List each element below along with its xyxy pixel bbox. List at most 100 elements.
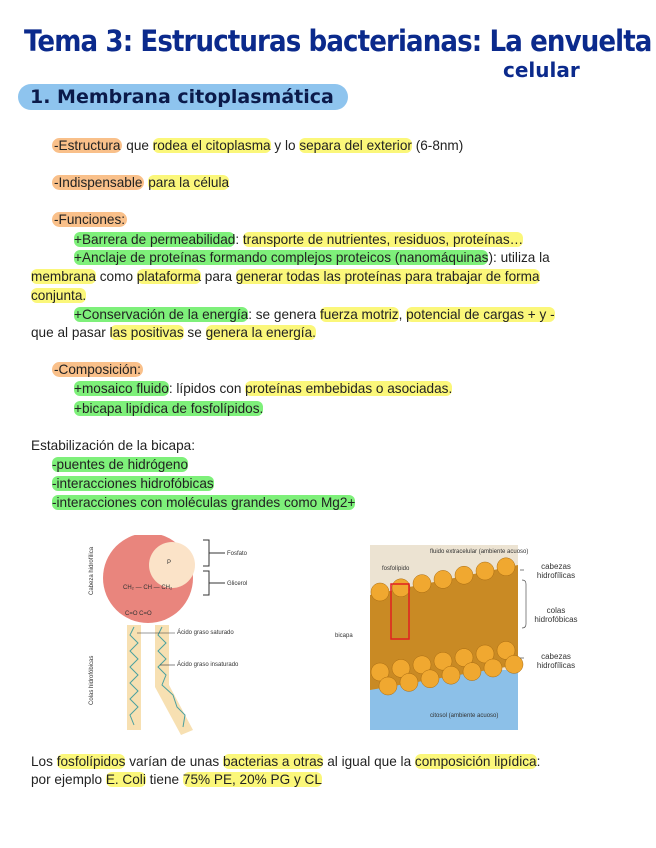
page-title-continuation: celular <box>503 58 580 82</box>
cabezas-bottom-label: cabezas hidrofílicas <box>536 652 576 670</box>
highlighted-text: fosfolípidos <box>56 754 126 769</box>
lipid-head <box>462 662 482 681</box>
text-line: -Composición: <box>52 361 143 379</box>
phosphate-area <box>149 542 195 588</box>
text-segment: : <box>235 232 243 247</box>
highlighted-text: bacterias a otras <box>222 754 324 769</box>
chain-line <box>129 626 139 726</box>
highlighted-text: 75% PE, 20% PG y CL <box>182 772 322 787</box>
lipid-heads <box>370 557 524 696</box>
text-segment: como <box>95 269 137 284</box>
lipid-head <box>370 662 390 682</box>
text-segment: Estabilización de la bicapa: <box>31 438 195 453</box>
highlighted-text: conjunta. <box>31 288 87 303</box>
text-segment: y lo <box>270 138 300 153</box>
tails-label: Colas hidrofóbicas <box>89 656 95 705</box>
extracellular-label: fluido extracelular (ambiente acuoso) <box>430 549 528 555</box>
text-segment: (6-8nm) <box>411 138 464 153</box>
highlighted-text: -Indispensable <box>52 175 145 190</box>
text-segment: al igual que la <box>323 754 415 769</box>
highlighted-text: -puentes de hidrógeno <box>52 457 189 472</box>
lipid-head <box>454 565 474 585</box>
text-line: por ejemplo E. Coli tiene 75% PE, 20% PG… <box>31 771 322 789</box>
highlighted-text: -Funciones: <box>52 212 128 227</box>
text-line: +Barrera de permeabilidad: transporte de… <box>74 231 524 249</box>
highlighted-text: fuerza motriz <box>320 307 399 322</box>
citosol-label: citosol (ambiente acuoso) <box>430 713 498 719</box>
highlighted-text: -interacciones con moléculas grandes com… <box>52 495 356 510</box>
unsaturated-tail <box>155 625 193 735</box>
text-segment: por ejemplo <box>31 772 106 787</box>
text-segment: ): utiliza la <box>488 250 550 265</box>
text-line: -puentes de hidrógeno <box>52 456 189 474</box>
phospholipid-structure-figure: Cabeza hidrofílica Colas hidrofóbicas CH… <box>89 535 248 735</box>
lipid-head <box>454 648 474 667</box>
highlighted-text: para la célula <box>148 175 230 190</box>
text-line: conjunta. <box>31 287 87 305</box>
lipid-head <box>412 655 432 675</box>
chain-line <box>157 626 186 728</box>
text-segment: que <box>122 138 153 153</box>
lipid-head <box>391 659 411 678</box>
lipid-head <box>475 644 495 664</box>
page-title: Tema 3: Estructuras bacterianas: La envu… <box>24 24 652 58</box>
text-segment: Los <box>31 754 57 769</box>
bicapa-label: bicapa <box>335 633 353 639</box>
highlighted-text: genera la energía. <box>205 325 316 340</box>
text-line: Estabilización de la bicapa: <box>31 437 195 455</box>
text-segment: : lípidos con <box>168 381 246 396</box>
lipid-head <box>475 561 495 581</box>
highlighted-text: membrana <box>31 269 96 284</box>
glicerol-label: Glicerol <box>227 581 247 587</box>
text-segment: : <box>536 754 541 769</box>
lipid-head <box>496 557 516 577</box>
text-line: -Estructura que rodea el citoplasma y lo… <box>52 137 463 155</box>
lipid-head <box>441 665 461 685</box>
text-line: que al pasar las positivas se genera la … <box>31 324 316 342</box>
text-line: Los fosfolípidos varían de unas bacteria… <box>31 753 540 771</box>
cabezas-top-label: cabezas hidrofílicas <box>536 562 576 580</box>
head-label: Cabeza hidrofílica <box>89 546 95 595</box>
text-line: -interacciones con moléculas grandes com… <box>52 494 356 512</box>
highlighted-text: separa del exterior <box>299 138 412 153</box>
highlight-box <box>390 583 410 640</box>
text-segment: , <box>398 307 407 322</box>
lipid-head <box>378 676 398 696</box>
lipid-head <box>483 658 503 678</box>
highlighted-text: +Barrera de permeabilidad <box>74 232 236 247</box>
highlighted-text: las positivas <box>109 325 184 340</box>
highlighted-text: composición lipídica <box>414 754 537 769</box>
text-segment: que al pasar <box>31 325 110 340</box>
highlighted-text: -Composición: <box>52 362 143 377</box>
lipid-head <box>504 655 524 674</box>
lipid-bilayer-figure: fluido extracelular (ambiente acuoso) fo… <box>335 545 528 730</box>
ester-formula: C=O C=O <box>125 611 152 617</box>
highlighted-text: +Conservación de la energía <box>74 307 249 322</box>
fosfolipido-label: fosfolípido <box>382 566 410 572</box>
lipid-head <box>496 641 516 660</box>
lipid-head <box>399 673 419 692</box>
glycerol-formula: CH₂ — CH — CH₂ <box>123 585 173 591</box>
text-line: +Conservación de la energía: se genera f… <box>74 306 555 324</box>
insaturado-label: Ácido graso insaturado <box>177 661 239 668</box>
highlighted-text: +mosaico fluido <box>74 381 169 396</box>
saturado-label: Ácido graso saturado <box>177 629 234 636</box>
saturated-tail <box>127 625 141 730</box>
text-line: -Indispensable para la célula <box>52 174 230 192</box>
bracket-icon <box>203 539 225 596</box>
highlighted-text: rodea el citoplasma <box>152 138 271 153</box>
colas-label: colas hidrofóbicas <box>534 606 578 624</box>
fosfato-label: Fosfato <box>227 551 248 557</box>
text-segment: para <box>201 269 236 284</box>
bracket-icon <box>520 569 527 659</box>
text-line: +bicapa lipídica de fosfolípidos. <box>74 400 264 418</box>
highlighted-text: +bicapa lipídica de fosfolípidos. <box>74 401 264 416</box>
lipid-head <box>412 574 432 593</box>
highlighted-text: plataforma <box>136 269 202 284</box>
text-segment: tiene <box>145 772 183 787</box>
text-line: +mosaico fluido: lípidos con proteínas e… <box>74 380 453 398</box>
highlighted-text: -Estructura <box>52 138 123 153</box>
section-heading: 1. Membrana citoplasmática <box>18 84 348 110</box>
p-atom: P <box>167 560 171 566</box>
